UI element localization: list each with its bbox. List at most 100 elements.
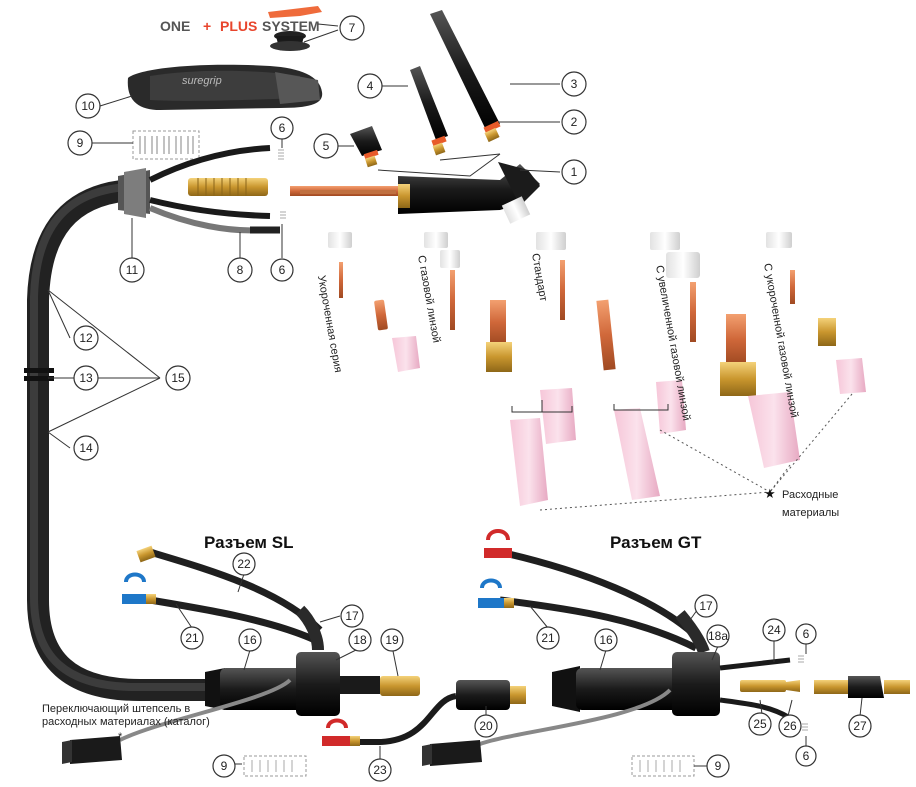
torch-head (290, 162, 540, 224)
callout-11: 11 (119, 257, 145, 283)
handle-brand-text: suregrip (182, 75, 222, 87)
consumables-dotted-leaders (539, 393, 853, 511)
svg-text:22: 22 (237, 557, 251, 571)
callout-24: 24 (762, 618, 786, 642)
part-9-springs-top (132, 130, 200, 160)
svg-text:21: 21 (185, 631, 199, 645)
svg-text:17: 17 (345, 609, 359, 623)
svg-text:9: 9 (77, 136, 84, 150)
svg-text:14: 14 (79, 441, 93, 455)
callout-9-br: 9 (706, 754, 730, 778)
callout-23: 23 (368, 758, 392, 782)
part-20-23-adapter (322, 680, 526, 746)
callout-4: 4 (357, 73, 383, 99)
svg-text:5: 5 (323, 139, 330, 153)
main-hose-assembly (24, 145, 280, 701)
consumables-column-large-gas-lens (650, 232, 800, 468)
svg-text:6: 6 (279, 121, 286, 135)
consumables-column-standard (536, 232, 686, 500)
header-sl-connector: Разъем SL (204, 533, 293, 552)
gt-connector-assembly (422, 529, 800, 766)
svg-text:6: 6 (279, 263, 286, 277)
callout-7: 7 (339, 15, 365, 41)
callout-6-top: 6 (270, 116, 294, 140)
part-10-handle: suregrip (127, 64, 323, 110)
svg-text:10: 10 (81, 99, 95, 113)
svg-text:11: 11 (126, 263, 139, 277)
callout-12: 12 (73, 325, 99, 351)
svg-text:17: 17 (699, 599, 713, 613)
callout-16-gt: 16 (594, 628, 618, 652)
svg-text:8: 8 (237, 263, 244, 277)
svg-text:3: 3 (571, 77, 578, 91)
part-9-springs-bottom-left (243, 755, 307, 777)
switch-note-line1: Переключающий штепсель в (42, 703, 190, 715)
switch-note-star: * (118, 731, 123, 743)
consumables-column-gas-lens (424, 232, 576, 506)
logo-system-text: SYSTEM (262, 18, 320, 34)
consumables-note: ★ Расходные материалы (764, 486, 839, 519)
svg-text:15: 15 (171, 371, 185, 385)
callout-20: 20 (474, 714, 498, 738)
svg-text:9: 9 (221, 759, 228, 773)
callout-8: 8 (227, 257, 253, 283)
svg-text:1: 1 (571, 165, 578, 179)
svg-text:13: 13 (79, 371, 93, 385)
svg-text:23: 23 (373, 763, 387, 777)
part-5-short-back-cap (350, 126, 382, 168)
consumables-column-short (328, 232, 420, 372)
svg-text:4: 4 (367, 79, 374, 93)
callout-25: 25 (748, 712, 772, 736)
callout-18: 18 (348, 628, 372, 652)
one-plus-system-logo: ONE + PLUS SYSTEM (160, 18, 320, 34)
consumables-brackets (511, 400, 669, 413)
callout-6-mid: 6 (270, 258, 294, 282)
switch-note-line2: расходных материалах (каталог) (42, 716, 210, 728)
callout-21-sl: 21 (180, 626, 204, 650)
logo-plus-sign: + (203, 18, 211, 34)
svg-text:6: 6 (803, 627, 810, 641)
callout-18a: 18a (706, 624, 730, 648)
svg-text:21: 21 (541, 631, 555, 645)
callout-17-gt: 17 (694, 594, 718, 618)
leader-lines (47, 23, 863, 767)
svg-text:18a: 18a (708, 629, 728, 643)
header-gt-connector: Разъем GT (610, 533, 702, 552)
callout-9-bl: 9 (212, 754, 236, 778)
svg-text:16: 16 (243, 633, 257, 647)
svg-text:7: 7 (349, 21, 356, 35)
consumables-line2: материалы (782, 507, 839, 519)
svg-text:18: 18 (353, 633, 367, 647)
callout-13: 13 (73, 365, 99, 391)
part-27-adapter (814, 676, 910, 698)
svg-text:9: 9 (715, 759, 722, 773)
svg-text:26: 26 (783, 719, 797, 733)
consumables-line1: Расходные (782, 489, 838, 501)
callout-26: 26 (778, 714, 802, 738)
callout-6-gt-bottom: 6 (795, 745, 817, 767)
callouts: 7 3 4 2 5 1 10 9 6 11 8 6 12 13 14 15 22… (67, 15, 872, 782)
svg-text:27: 27 (853, 719, 867, 733)
part-7-clip-and-cap (268, 6, 322, 51)
svg-text:24: 24 (767, 623, 781, 637)
callout-3: 3 (561, 71, 587, 97)
label-gas-lens: С газовой линзой (415, 254, 442, 343)
callout-21-gt: 21 (536, 626, 560, 650)
switch-plug-note: Переключающий штепсель в расходных матер… (42, 703, 210, 743)
svg-text:20: 20 (479, 719, 493, 733)
consumables-column-short-gas-lens (766, 232, 866, 394)
svg-text:6: 6 (803, 749, 810, 763)
callout-15: 15 (165, 365, 191, 391)
callout-19: 19 (380, 628, 404, 652)
svg-text:19: 19 (385, 633, 399, 647)
callout-17-sl: 17 (340, 604, 364, 628)
part-6-small-springs (278, 149, 286, 219)
logo-one-text: ONE (160, 18, 190, 34)
part-9-springs-bottom-right (631, 755, 695, 777)
callout-14: 14 (73, 435, 99, 461)
leader-4-to-head (439, 153, 501, 161)
callout-9-top: 9 (67, 130, 93, 156)
callout-1: 1 (561, 159, 587, 185)
label-standard: Стандарт (529, 252, 549, 302)
